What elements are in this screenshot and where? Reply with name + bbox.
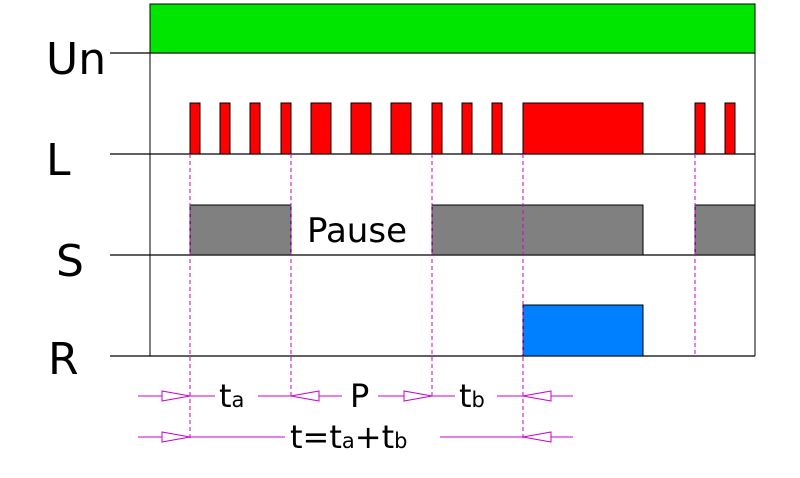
- l-pulse: [249, 102, 261, 155]
- row-label-un: Un: [46, 34, 106, 85]
- l-pulse: [189, 102, 201, 155]
- row-label-s: S: [56, 236, 84, 287]
- tb-label-main: t: [459, 377, 472, 415]
- p-label: P: [350, 377, 369, 415]
- arrowhead: [290, 390, 320, 402]
- total-time-label: t=ta+tb: [290, 418, 407, 456]
- row-label-l: L: [46, 135, 71, 186]
- total-label-main: t=t: [290, 418, 342, 456]
- arrowhead: [522, 390, 552, 402]
- tb-label-sub: b: [472, 388, 485, 412]
- s-block: [431, 204, 644, 256]
- ta-label-sub: a: [232, 388, 245, 412]
- arrowhead: [161, 390, 191, 402]
- s-block: [189, 204, 292, 256]
- time-markers: [189, 154, 696, 440]
- s-block: [694, 204, 756, 256]
- s-signal-group: [189, 204, 756, 256]
- l-pulse: [390, 102, 412, 155]
- total-label-sub-b: b: [394, 429, 407, 453]
- l-pulse: [724, 102, 736, 155]
- arrowhead: [403, 390, 433, 402]
- l-pulse: [491, 102, 503, 155]
- l-pulse: [310, 102, 332, 155]
- arrowhead: [522, 431, 552, 443]
- un-signal-bar: [149, 3, 756, 54]
- ta-label: ta: [219, 377, 244, 415]
- l-pulse: [280, 102, 292, 155]
- l-pulse: [694, 102, 706, 155]
- l-pulse: [461, 102, 473, 155]
- l-pulse: [219, 102, 231, 155]
- total-label-plus: +t: [355, 418, 394, 456]
- ta-label-main: t: [219, 377, 232, 415]
- row-label-r: R: [48, 334, 79, 385]
- pause-label: Pause: [307, 211, 407, 251]
- total-label-sub-a: a: [342, 429, 355, 453]
- l-pulse-group: [189, 102, 736, 155]
- dimension-lines: [138, 390, 573, 443]
- r-signal-block: [522, 304, 644, 357]
- tb-label: tb: [459, 377, 485, 415]
- arrowhead: [161, 431, 191, 443]
- l-pulse-long: [522, 102, 644, 155]
- l-pulse: [431, 102, 443, 155]
- l-pulse: [350, 102, 372, 155]
